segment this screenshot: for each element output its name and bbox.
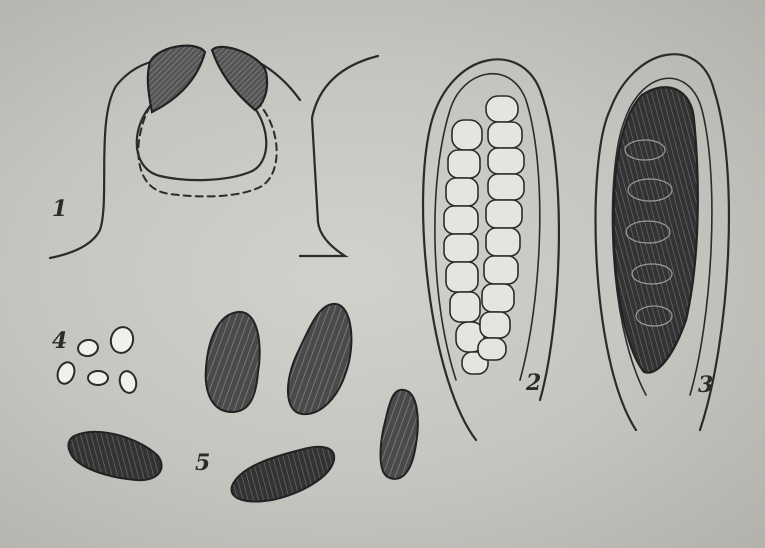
figure-label-5: 5 [195,452,210,474]
ascospore-right-small [381,390,418,479]
figure-label-3: 3 [698,374,713,396]
figure-label-1: 1 [52,198,67,220]
ascospore-lower-middle [231,447,334,502]
figure-label-4: 4 [52,330,67,352]
perithecium-section [50,46,378,258]
ascospore-upper-right [288,304,351,414]
figure-label-2: 2 [526,372,541,394]
ascospore-upper-left [206,312,260,412]
ascospore-lower-left [68,432,161,480]
